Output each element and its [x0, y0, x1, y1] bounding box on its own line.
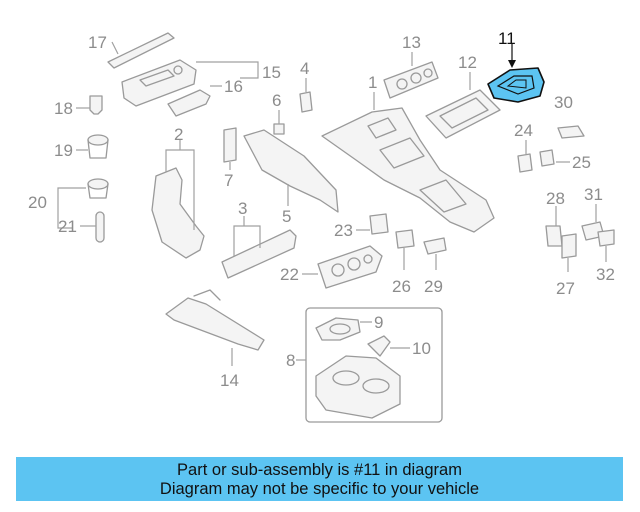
callout-13: 13: [402, 33, 421, 52]
callout-28: 28: [546, 189, 565, 208]
callout-29: 29: [424, 277, 443, 296]
callout-19: 19: [54, 141, 73, 160]
parts-diagram: 17 15 16 18 19 20 21 2: [28, 29, 615, 423]
part-11-mat-highlighted: 11: [487, 29, 545, 103]
part-23-vent: 23: [334, 213, 389, 240]
callout-32: 32: [596, 265, 615, 284]
callout-9: 9: [374, 313, 383, 332]
callout-3: 3: [238, 199, 247, 218]
part-14-duct: 14: [165, 289, 265, 390]
part-29-switch: 29: [423, 237, 447, 296]
caption-line-2: Diagram may not be specific to your vehi…: [159, 480, 480, 498]
part-22-control-panel: 22: [280, 245, 383, 289]
callout-23: 23: [334, 221, 353, 240]
part-28-switch: 28: [545, 189, 565, 247]
callout-21: 21: [58, 217, 77, 236]
callout-18: 18: [54, 99, 73, 118]
part-27-switch: 27: [556, 233, 577, 298]
callout-12: 12: [458, 53, 477, 72]
callout-2: 2: [174, 125, 183, 144]
part-6-block: 6: [272, 91, 285, 135]
cupholder-body: [315, 355, 401, 419]
part-17-trim-strip: 17: [88, 32, 175, 69]
part-7-plate: 7: [223, 127, 237, 190]
callout-30: 30: [554, 93, 573, 112]
part-3-rail: 3: [221, 199, 297, 279]
part-1-center-console: 1: [321, 73, 495, 233]
part-11-shape: [487, 67, 545, 103]
part-4-clip: 4: [299, 59, 313, 113]
part-19-button: 19: [54, 134, 109, 160]
part-24-switch: 24: [514, 121, 533, 173]
part-21-pin: 21: [58, 211, 105, 243]
callout-14: 14: [220, 371, 239, 390]
callout-8: 8: [286, 351, 295, 370]
caption-banner: Part or sub-assembly is #11 in diagram D…: [16, 457, 623, 501]
part-25-switch: 25: [539, 149, 591, 172]
part-12-bezel: 12: [425, 53, 501, 139]
part-8-cupholder-box: 8 9 10: [286, 307, 443, 423]
caption-line-1: Part or sub-assembly is #11 in diagram: [177, 461, 462, 479]
callout-22: 22: [280, 265, 299, 284]
callout-17: 17: [88, 33, 107, 52]
part-2-bracket: 2: [151, 125, 205, 259]
callout-7: 7: [224, 171, 233, 190]
callout-15: 15: [262, 63, 281, 82]
callout-20: 20: [28, 193, 47, 212]
part-26-switch: 26: [392, 229, 415, 296]
part-5-side-panel: 5: [243, 129, 339, 226]
part-13-switch-panel: 13: [383, 33, 439, 99]
callout-24: 24: [514, 121, 533, 140]
part-32-switch: 32: [596, 229, 615, 284]
callout-26: 26: [392, 277, 411, 296]
callout-27: 27: [556, 279, 575, 298]
callout-4: 4: [300, 59, 309, 78]
callout-10: 10: [412, 339, 431, 358]
callout-1: 1: [368, 73, 377, 92]
part-15-tray-assembly: 15: [121, 59, 281, 107]
part-30-cap: 30: [554, 93, 585, 139]
callout-31: 31: [584, 185, 603, 204]
part-20-socket: 20: [28, 178, 109, 229]
callout-16: 16: [224, 77, 243, 96]
callout-11: 11: [498, 29, 516, 48]
callout-25: 25: [572, 153, 591, 172]
callout-5: 5: [282, 207, 291, 226]
part-16-small-tray: 16: [167, 77, 243, 117]
callout-6: 6: [272, 91, 281, 110]
part-10-clip: 10: [367, 335, 431, 358]
part-9-insert: 9: [315, 313, 383, 341]
part-18-clip: 18: [54, 95, 103, 118]
